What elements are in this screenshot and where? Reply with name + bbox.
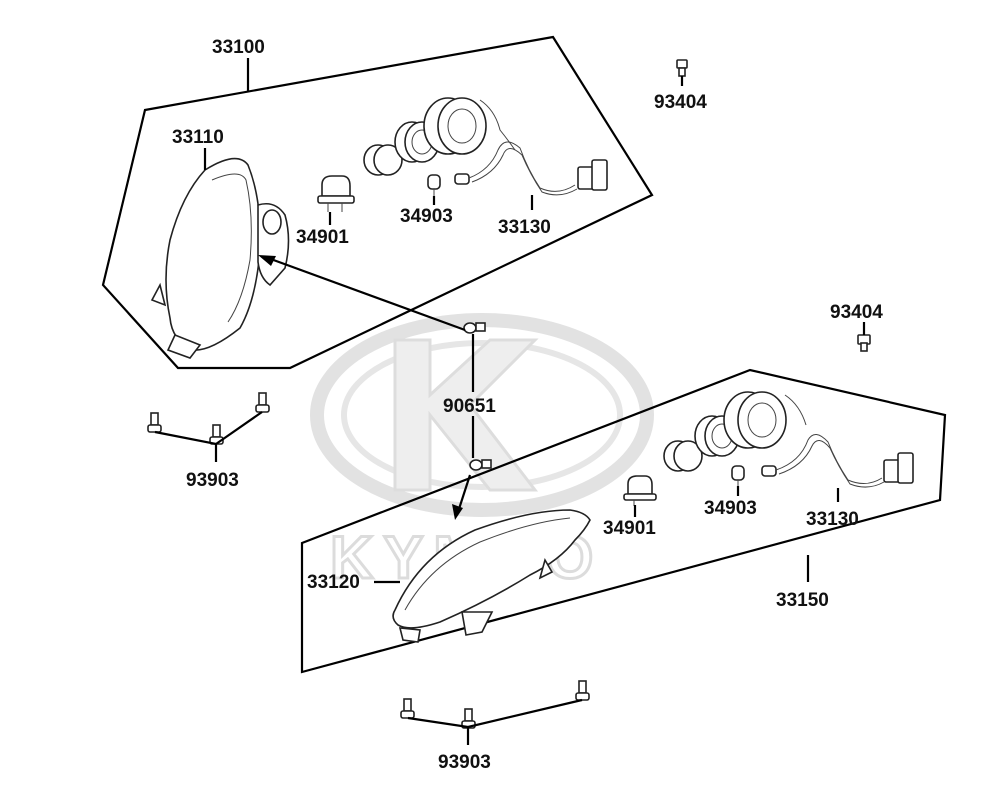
label-93903-bottom: 93903 (438, 752, 491, 773)
assembly-outline-top (101, 35, 654, 370)
label-93404-mid: 93404 (830, 302, 883, 323)
arrowhead-left-lens (258, 255, 276, 266)
headlight-lens-left (150, 157, 290, 359)
arrow-to-left-lens (267, 256, 466, 332)
wire-harness-left (454, 99, 608, 196)
leader-93903-left-group (154, 411, 263, 446)
label-93404-top: 93404 (654, 92, 707, 113)
label-33120: 33120 (307, 572, 360, 593)
label-33150: 33150 (776, 590, 829, 611)
label-93903-left: 93903 (186, 470, 239, 491)
bulb-right (623, 475, 657, 506)
screws-93903-bottom (400, 680, 590, 729)
label-33110: 33110 (172, 127, 224, 148)
label-34901-left: 34901 (296, 227, 349, 248)
small-bulb-left (427, 174, 441, 196)
wire-harness-right (761, 394, 914, 488)
label-33100: 33100 (212, 37, 265, 58)
label-33130-left: 33130 (498, 217, 551, 238)
label-34901-right: 34901 (603, 518, 656, 539)
screw-93404-top (676, 59, 688, 77)
label-33130-right: 33130 (806, 509, 859, 530)
arrow-to-right-lens (456, 474, 472, 513)
clip-90651 (463, 322, 492, 471)
label-34903-right: 34903 (704, 498, 757, 519)
assembly-outline-right (300, 368, 947, 674)
screw-93404-mid (857, 334, 871, 352)
headlight-lens-right (392, 509, 591, 643)
socket-rings-left (363, 97, 487, 176)
label-34903-left: 34903 (400, 206, 453, 227)
socket-rings-right (663, 391, 787, 472)
leader-93903-bottom-group (407, 698, 583, 729)
small-bulb-right (731, 465, 745, 487)
label-90651: 90651 (443, 396, 496, 417)
arrowhead-right-lens (452, 504, 463, 520)
bulb-left (317, 175, 355, 212)
